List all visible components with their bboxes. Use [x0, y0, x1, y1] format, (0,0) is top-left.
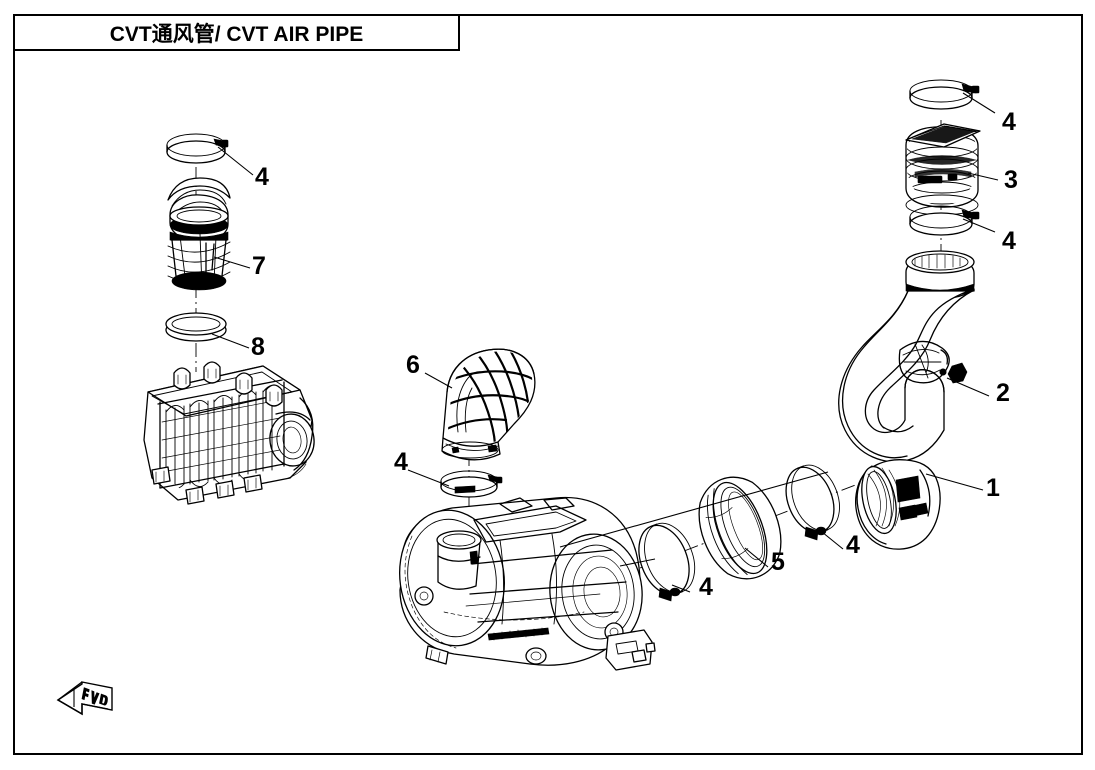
part-corrugated-hose: [905, 123, 981, 216]
part-hose-clamp-center: [440, 470, 503, 498]
airbox-clips: [173, 361, 283, 407]
callout-number-3: 3: [1004, 166, 1018, 194]
title-box: CVT通风管/ CVT AIR PIPE: [13, 14, 460, 51]
callout-number-4c: 4: [255, 163, 269, 191]
callout-number-4b: 4: [1002, 227, 1016, 255]
part-mesh-air-duct: [441, 348, 536, 461]
part-cvt-vent-hose: [167, 177, 231, 291]
callout-number-4a: 4: [1002, 108, 1016, 136]
part-rubber-coupling: [698, 476, 782, 580]
part-hose-clamp-lower-left: [638, 522, 696, 602]
part-clip-fastener: [947, 362, 968, 384]
fwd-direction-marker: [56, 681, 113, 716]
leader-lines: [211, 92, 999, 593]
callout-number-6: 6: [406, 351, 420, 379]
part-hose-clamp-upper-right: [785, 464, 840, 541]
callout-number-7: 7: [252, 252, 266, 280]
callout-number-2: 2: [996, 379, 1010, 407]
cvt-housing-emboss: [487, 627, 550, 641]
callout-number-4d: 4: [394, 448, 408, 476]
drawing-frame: [13, 14, 1083, 755]
callout-number-4e: 4: [699, 573, 713, 601]
assembly-airbox-housing: [143, 361, 315, 505]
callout-number-4f: 4: [846, 531, 860, 559]
callout-number-5: 5: [771, 548, 785, 576]
part-hose-clamp-left-top: [166, 133, 229, 164]
airbox-feet: [151, 466, 263, 505]
part-cvt-air-pipe-main: [838, 250, 975, 550]
part-o-ring-seal: [165, 312, 227, 342]
page-title: CVT通风管/ CVT AIR PIPE: [109, 22, 364, 46]
assembly-cvt-housing: [398, 496, 656, 671]
part-hose-clamp-top-right: [909, 79, 980, 110]
callout-number-1: 1: [986, 474, 1000, 502]
callout-number-8: 8: [251, 333, 265, 361]
